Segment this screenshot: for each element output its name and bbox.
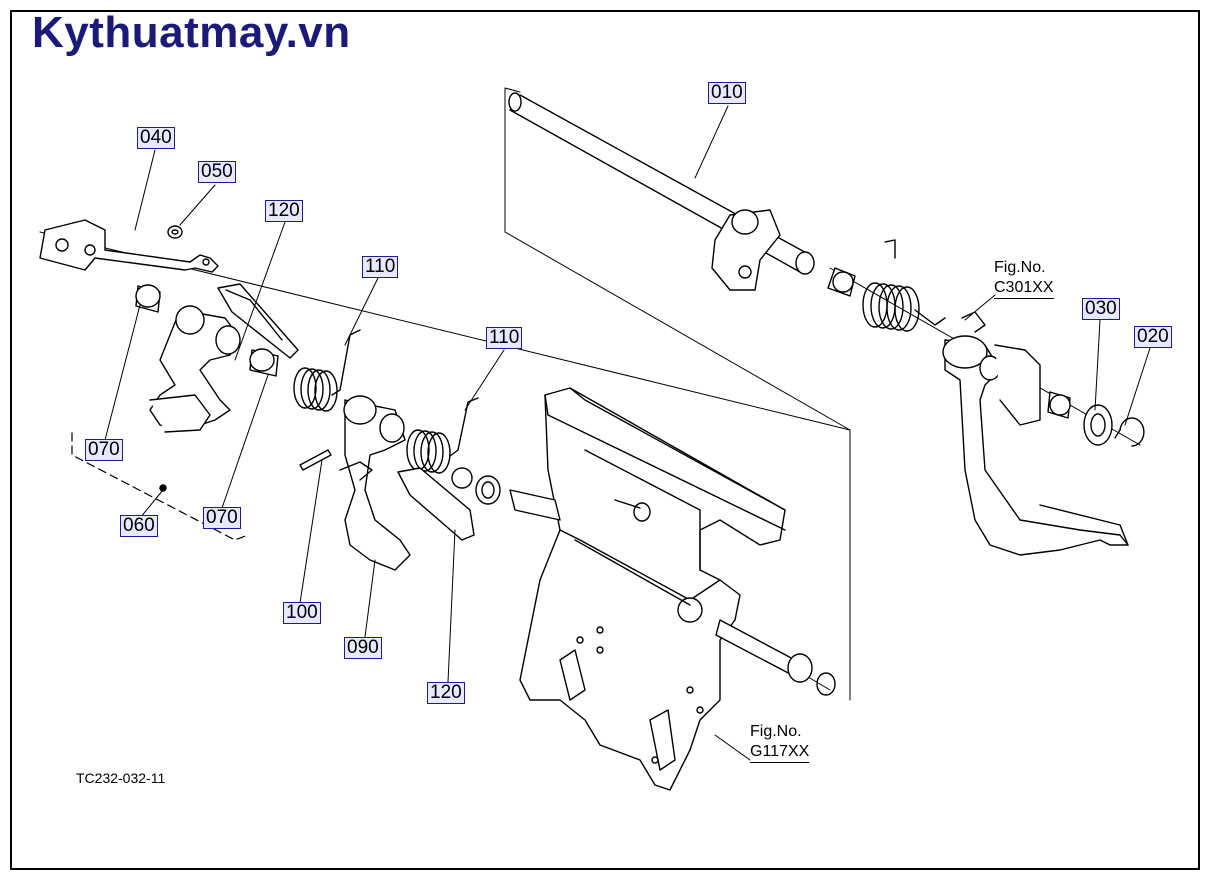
fig-ref-g117-line2: G117XX (750, 742, 810, 763)
pedal-left (149, 305, 241, 433)
snap-ring-020 (1114, 417, 1145, 447)
callout-010[interactable]: 010 (708, 82, 746, 104)
bracket-040 (39, 219, 219, 273)
leader-lines (104, 105, 1151, 761)
callout-090[interactable]: 090 (344, 637, 382, 659)
frame-shaft (509, 489, 836, 696)
fig-ref-c301-line1: Fig.No. (994, 259, 1046, 276)
pin-100 (299, 449, 332, 471)
needle-bearing-left (475, 475, 501, 505)
spring-110-middle (406, 397, 479, 474)
callout-120-lower[interactable]: 120 (427, 682, 465, 704)
bushing-070-middle (249, 348, 279, 377)
callout-120-upper[interactable]: 120 (265, 200, 303, 222)
brand-watermark: Kythuatmay.vn (32, 8, 351, 57)
callout-110-left[interactable]: 110 (362, 256, 399, 278)
washer-030 (1083, 404, 1113, 446)
callout-050[interactable]: 050 (198, 161, 236, 183)
callout-100[interactable]: 100 (283, 602, 321, 624)
bushing-070-left (135, 284, 161, 313)
callout-070-left[interactable]: 070 (85, 439, 123, 461)
bushing-outer-right (1047, 391, 1071, 419)
pad-120-upper (217, 283, 299, 359)
frame-bolt (614, 499, 651, 522)
return-spring-right (862, 239, 946, 332)
callout-110-middle[interactable]: 110 (486, 327, 523, 349)
spring-110-left (293, 329, 361, 412)
main-frame (519, 387, 786, 791)
pedal-middle (339, 395, 411, 571)
group-bracket-060 (71, 432, 249, 541)
pad-120-lower (397, 467, 475, 541)
callout-020[interactable]: 020 (1134, 326, 1172, 348)
fig-ref-c301[interactable]: Fig.No. C301XX (994, 258, 1054, 299)
bushing-right (827, 267, 856, 297)
callout-060[interactable]: 060 (120, 515, 158, 537)
fig-ref-g117[interactable]: Fig.No. G117XX (750, 722, 810, 763)
main-shaft (508, 92, 815, 291)
callout-030[interactable]: 030 (1082, 298, 1120, 320)
callout-070-middle[interactable]: 070 (203, 507, 241, 529)
fig-ref-c301-line2: C301XX (994, 278, 1054, 299)
callout-040[interactable]: 040 (137, 127, 175, 149)
ring-small-left (451, 467, 473, 489)
drawing-code: TC232-032-11 (76, 770, 166, 786)
nut-050 (167, 225, 183, 239)
pedal-arm-right (942, 311, 1129, 556)
fig-ref-g117-line1: Fig.No. (750, 723, 802, 740)
dot-060 (159, 484, 167, 492)
